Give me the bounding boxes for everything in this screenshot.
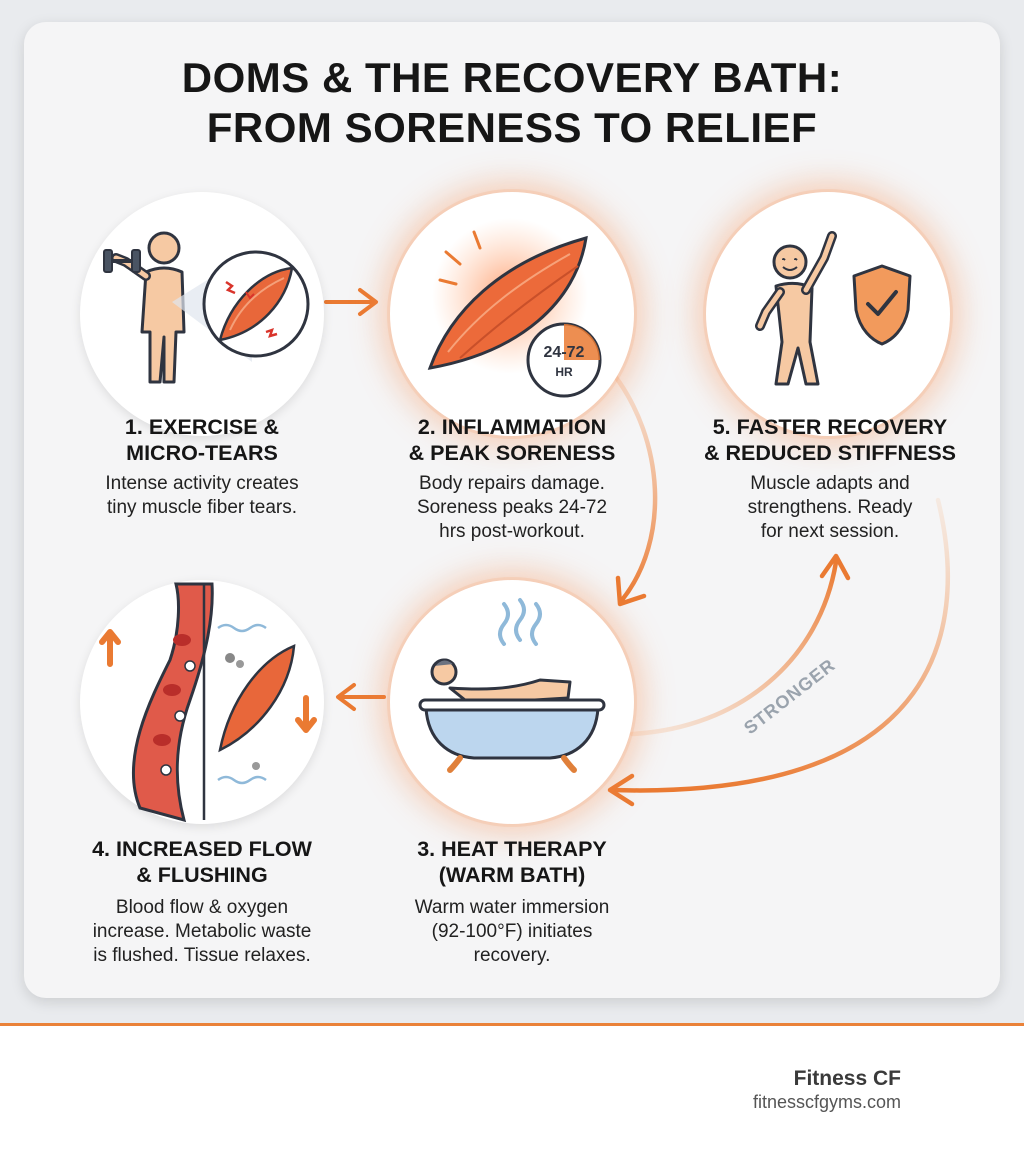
footer-brand: Fitness CF [793,1067,901,1090]
step1-description: Intense activity creates tiny muscle fib… [52,472,352,520]
step5-title: 5. FASTER RECOVERY & REDUCED STIFFNESS [680,414,980,466]
timer-label: 24-72 [544,344,585,361]
inflamed-muscle-icon: 24-72 HR [427,218,602,398]
step2-description: Body repairs damage. Soreness peaks 24-7… [362,472,662,544]
step3-title-line2: (WARM BATH) [438,863,586,887]
step4-description: Blood flow & oxygen increase. Metabolic … [52,896,352,968]
page-title-line2: FROM SORENESS TO RELIEF [206,104,818,151]
step3-title: 3. HEAT THERAPY (WARM BATH) [362,836,662,888]
infographic-card [24,22,1000,998]
step2-title-line2: & PEAK SORENESS [408,441,616,465]
dumbbell-person-icon [103,231,310,384]
step1-desc-line1: Intense activity creates [105,473,299,494]
arrow-step1-to-step2 [324,288,378,316]
footer-divider [0,1023,1024,1026]
step5-description: Muscle adapts and strengthens. Ready for… [680,472,980,544]
step1-title-line2: MICRO-TEARS [126,441,278,465]
step2-illustration: 24-72 HR [390,192,634,436]
timer-unit: HR [555,365,573,379]
step5-desc-line3: for next session. [760,521,900,542]
step4-title-line2: & FLUSHING [136,863,268,887]
step4-illustration [80,580,324,824]
page-title-line1: DOMS & THE RECOVERY BATH: [181,54,843,101]
step3-desc-line3: recovery. [473,945,551,966]
footer-website-link[interactable]: fitnesscfgyms.com [752,1092,901,1112]
step3-desc-line1: Warm water immersion [414,897,610,918]
step3-illustration [390,580,634,824]
step2-title-line1: 2. INFLAMMATION [417,415,607,439]
arrow-step3-to-step4 [336,683,386,711]
step1-title: 1. EXERCISE & MICRO-TEARS [52,414,352,466]
step2-desc-line2: Soreness peaks 24-72 [416,497,608,518]
step5-title-line2: & REDUCED STIFFNESS [703,441,957,465]
arrow-step3-to-step5 [629,553,851,737]
step4-desc-line3: is flushed. Tissue relaxes. [93,945,311,966]
step5-illustration [706,192,950,436]
blood-flow-icon [99,582,317,823]
step5-title-line1: 5. FASTER RECOVERY [712,415,948,439]
stronger-label: STRONGER [740,655,839,738]
bathtub-icon [418,598,606,773]
footer [0,1026,1024,1154]
step4-title: 4. INCREASED FLOW & FLUSHING [52,836,352,888]
step4-desc-line2: increase. Metabolic waste [92,921,312,942]
step3-title-line1: 3. HEAT THERAPY [417,837,607,861]
arrow-step5-to-step3 [607,497,951,807]
step1-illustration [80,192,324,436]
step2-desc-line1: Body repairs damage. [419,473,605,494]
step5-desc-line2: strengthens. Ready [747,497,913,518]
step1-desc-line2: tiny muscle fiber tears. [106,497,298,518]
step1-title-line1: 1. EXERCISE & [124,415,280,439]
step4-title-line1: 4. INCREASED FLOW [92,837,312,861]
step2-desc-line3: hrs post-workout. [439,521,585,542]
arrow-step2-to-step3 [609,369,658,607]
step4-desc-line1: Blood flow & oxygen [115,897,289,918]
step3-description: Warm water immersion (92-100°F) initiate… [362,896,662,968]
step3-desc-line2: (92-100°F) initiates [431,921,593,942]
happy-person-shield-icon [755,231,912,386]
step2-title: 2. INFLAMMATION & PEAK SORENESS [362,414,662,466]
step5-desc-line1: Muscle adapts and [750,473,910,494]
